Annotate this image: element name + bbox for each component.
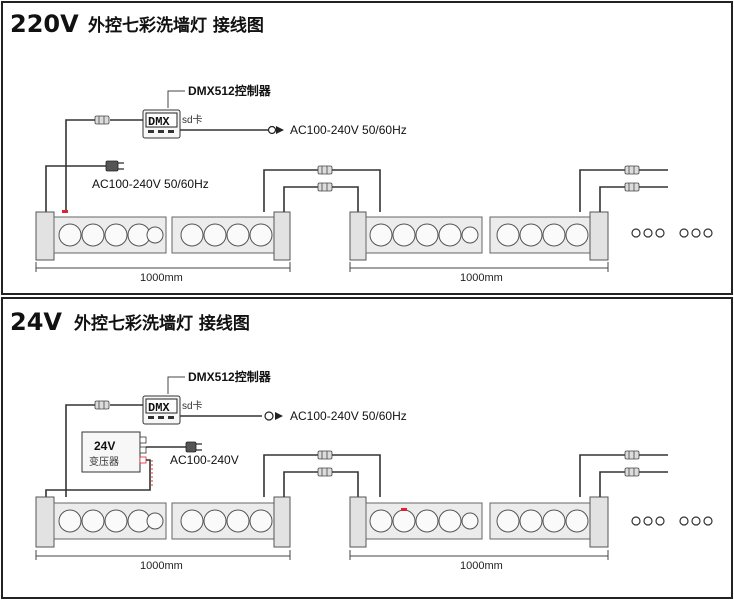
signal-input-marker [401,508,407,511]
dimension-right: 1000mm [349,262,609,284]
panel-title-voltage: 220V [10,10,79,38]
signal-connector [94,115,110,125]
power-plug-icon [264,411,274,421]
panel-title-voltage: 24V [10,308,62,336]
dimension-left: 1000mm [35,550,291,572]
transformer-ac-label: AC100-240V [170,453,239,467]
controller-pointer [167,90,185,108]
wall-washer-left-2 [171,211,291,261]
wall-washer-left-1 [35,496,167,548]
length-label-right: 1000mm [460,560,503,572]
length-label-right: 1000mm [460,272,503,284]
controller-pointer [167,376,185,394]
wall-washer-left-1 [35,211,167,261]
wall-washer-right-1 [349,496,483,548]
dmx-controller: DMX [142,395,181,425]
wall-washer-right-2 [489,211,609,261]
signal-input-marker [62,210,68,213]
dimension-right: 1000mm [349,550,609,572]
light-ac-label: AC100-240V 50/60Hz [92,177,209,191]
panel-24v: 24V 外控七彩洗墙灯 接线图 DMX512控制器 DMX sd卡 AC100-… [1,297,733,599]
wall-washer-right-1 [349,211,483,261]
length-label-left: 1000mm [140,560,183,572]
continuation-dots [631,516,713,526]
transformer-label: 变压器 [89,455,119,468]
light-power-plug-icon [105,160,119,172]
controller-label: DMX512控制器 [188,369,272,384]
controller-label: DMX512控制器 [188,83,272,98]
controller-ac-label: AC100-240V 50/60Hz [290,409,407,423]
wall-washer-right-2 [489,496,609,548]
signal-connector [94,400,110,410]
sd-card-label: sd卡 [182,113,203,126]
controller-ac-label: AC100-240V 50/60Hz [290,123,407,137]
sd-card-label: sd卡 [182,399,203,412]
panel-title-text: 外控七彩洗墙灯 接线图 [74,313,250,334]
wall-washer-left-2 [171,496,291,548]
dimension-left: 1000mm [35,262,291,284]
dmx-screen-text: DMX [148,115,170,129]
dmx-screen-text: DMX [148,401,170,415]
length-label-left: 1000mm [140,272,183,284]
transformer-plug-icon [185,441,197,453]
panel-title-text: 外控七彩洗墙灯 接线图 [88,15,264,36]
transformer-voltage: 24V [94,439,115,453]
dmx-controller: DMX [142,109,181,139]
panel-220v: 220V 外控七彩洗墙灯 接线图 DMX512控制器 DMX sd卡 AC100… [1,1,733,295]
transformer-box: 24V 变压器 [81,431,147,473]
continuation-dots [631,228,713,238]
power-plug-icon [267,125,277,135]
